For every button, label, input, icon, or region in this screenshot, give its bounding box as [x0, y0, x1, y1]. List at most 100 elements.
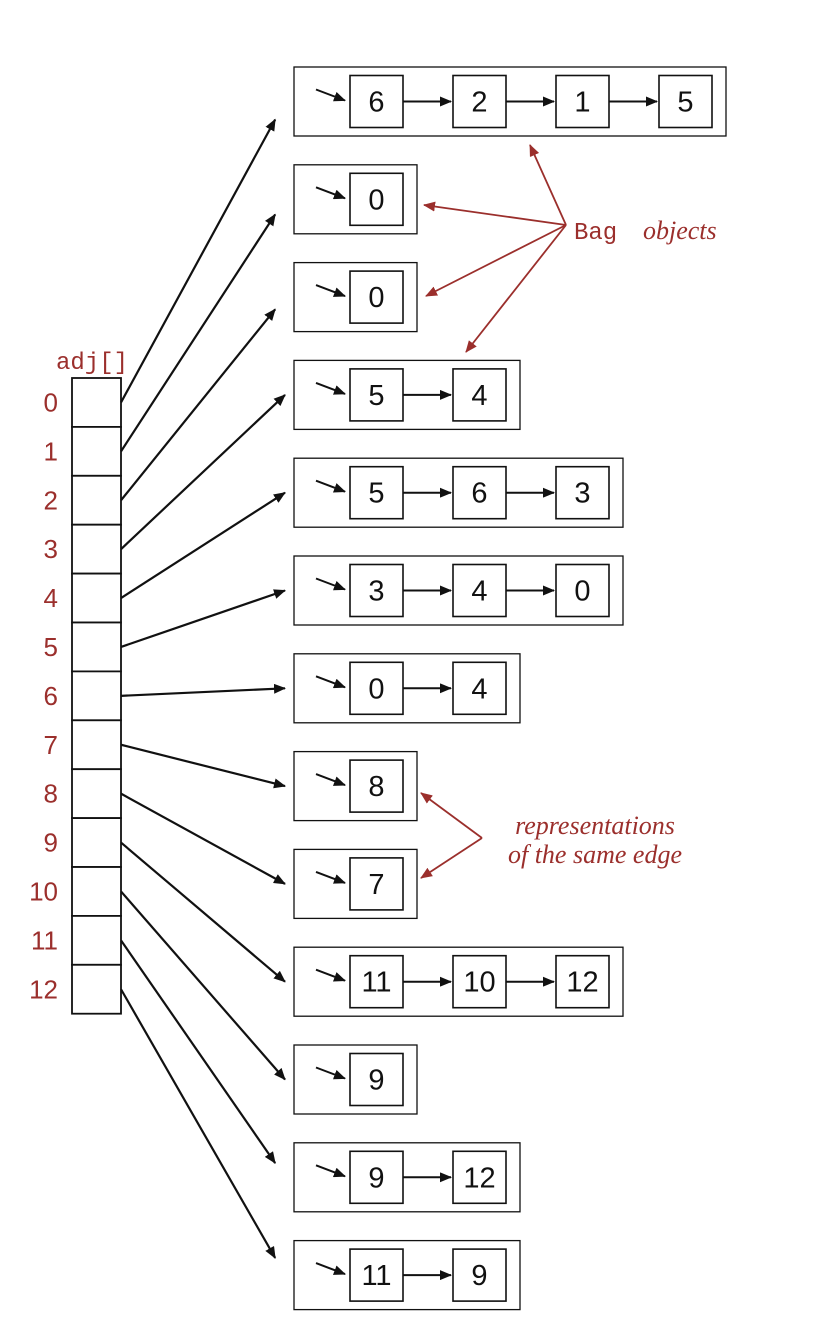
adj-link-arrow — [120, 491, 286, 599]
adj-index-label: 12 — [29, 974, 58, 1004]
list-node — [349, 368, 404, 422]
list-node — [349, 270, 404, 324]
list-node-value: 0 — [368, 184, 384, 216]
list-node — [555, 954, 610, 1009]
adj-index-label: 6 — [44, 681, 58, 711]
adj-array-cell — [71, 425, 122, 477]
head-pointer-arrow — [315, 968, 346, 982]
same-edge-line1: representations — [515, 811, 675, 840]
head-pointer-arrow — [315, 870, 346, 884]
head-pointer-arrow — [315, 773, 346, 787]
list-node-value: 9 — [368, 1065, 384, 1097]
list-node — [452, 74, 507, 129]
adj-index-label: 7 — [44, 730, 58, 760]
adj-array-cell — [71, 377, 122, 428]
adj-array-cell — [71, 670, 122, 722]
list-node — [349, 1150, 404, 1205]
adj-link-arrow — [120, 792, 286, 885]
adj-link-arrow — [120, 683, 286, 697]
adj-array-cell — [71, 866, 122, 917]
array-to-bag-arrows — [120, 118, 286, 1259]
list-node-value: 3 — [368, 576, 384, 608]
list-node — [452, 661, 507, 716]
adj-link-arrow — [120, 939, 277, 1164]
list-node-value: 1 — [574, 87, 590, 119]
list-node — [349, 857, 404, 911]
list-node-value: 3 — [574, 478, 590, 510]
list-node-value: 9 — [368, 1162, 384, 1194]
adj-array-cell — [71, 719, 122, 771]
list-node-value: 4 — [471, 576, 487, 608]
head-pointer-arrow — [315, 1066, 346, 1080]
list-node — [452, 563, 507, 618]
list-node-value: 11 — [361, 967, 391, 999]
head-pointer-arrow — [315, 284, 346, 298]
adj-link-arrow — [120, 213, 277, 452]
head-pointer-arrow — [315, 1262, 346, 1276]
list-node-value: 10 — [463, 967, 495, 999]
list-node — [349, 759, 404, 813]
adj-index-label: 4 — [44, 583, 58, 613]
list-node — [452, 1150, 507, 1205]
list-node — [349, 954, 404, 1009]
head-pointer-arrow — [315, 479, 346, 493]
adj-link-arrow — [120, 308, 277, 501]
adj-link-arrow — [120, 118, 277, 403]
list-node — [658, 74, 713, 129]
same-edge-line2: of the same edge — [508, 840, 682, 869]
array-label: adj[] — [56, 350, 128, 377]
adj-index-label: 2 — [44, 485, 58, 515]
bag-objects-annotation: Bag objects — [423, 144, 717, 353]
head-pointer-arrow — [315, 186, 346, 200]
adj-array-cell — [71, 963, 122, 1015]
adj-array-cell — [71, 572, 122, 624]
adj-index-label: 11 — [31, 925, 58, 955]
list-node-value: 2 — [471, 87, 487, 119]
list-node-value: 6 — [471, 478, 487, 510]
adj-array-cell — [71, 915, 122, 966]
list-node — [349, 465, 404, 520]
adj-index-label: 10 — [29, 876, 58, 906]
adj-index-label: 9 — [44, 828, 58, 858]
adj-link-arrow — [120, 743, 286, 789]
adj-index-label: 5 — [44, 632, 58, 662]
list-node — [555, 563, 610, 618]
adj-array-cell — [71, 621, 122, 673]
list-node-value: 7 — [368, 869, 384, 901]
adj-link-arrow — [120, 890, 286, 1081]
list-node-value: 5 — [368, 478, 384, 510]
list-node-value: 4 — [471, 380, 487, 412]
list-node-value: 5 — [368, 380, 384, 412]
adj-index-label: 8 — [44, 779, 58, 809]
bag-objects-code: Bag — [574, 220, 617, 247]
adj-index-label: 0 — [44, 387, 58, 417]
list-node — [349, 563, 404, 618]
head-pointer-arrow — [315, 88, 346, 102]
list-node-value: 6 — [368, 87, 384, 119]
bag-objects-label: objects — [643, 216, 717, 245]
adj-array-cell — [71, 768, 122, 820]
list-node — [555, 465, 610, 520]
adj-array-cell — [71, 474, 122, 526]
list-node — [452, 465, 507, 520]
same-edge-annotation: representations of the same edge — [420, 792, 682, 879]
adj-link-arrow — [120, 988, 277, 1259]
list-node-value: 12 — [566, 967, 598, 999]
list-node-value: 11 — [361, 1260, 391, 1292]
adj-link-arrow — [120, 589, 286, 648]
adj-array-cell — [71, 523, 122, 575]
list-node-value: 4 — [471, 673, 487, 705]
head-pointer-arrow — [315, 675, 346, 689]
list-node — [349, 172, 404, 227]
list-node — [349, 661, 404, 716]
head-pointer-arrow — [315, 381, 346, 395]
list-node — [349, 1052, 404, 1107]
list-node — [452, 368, 507, 422]
list-node — [452, 1248, 507, 1302]
list-node-value: 12 — [463, 1162, 495, 1194]
list-node-value: 0 — [368, 673, 384, 705]
adj-link-arrow — [120, 394, 286, 550]
